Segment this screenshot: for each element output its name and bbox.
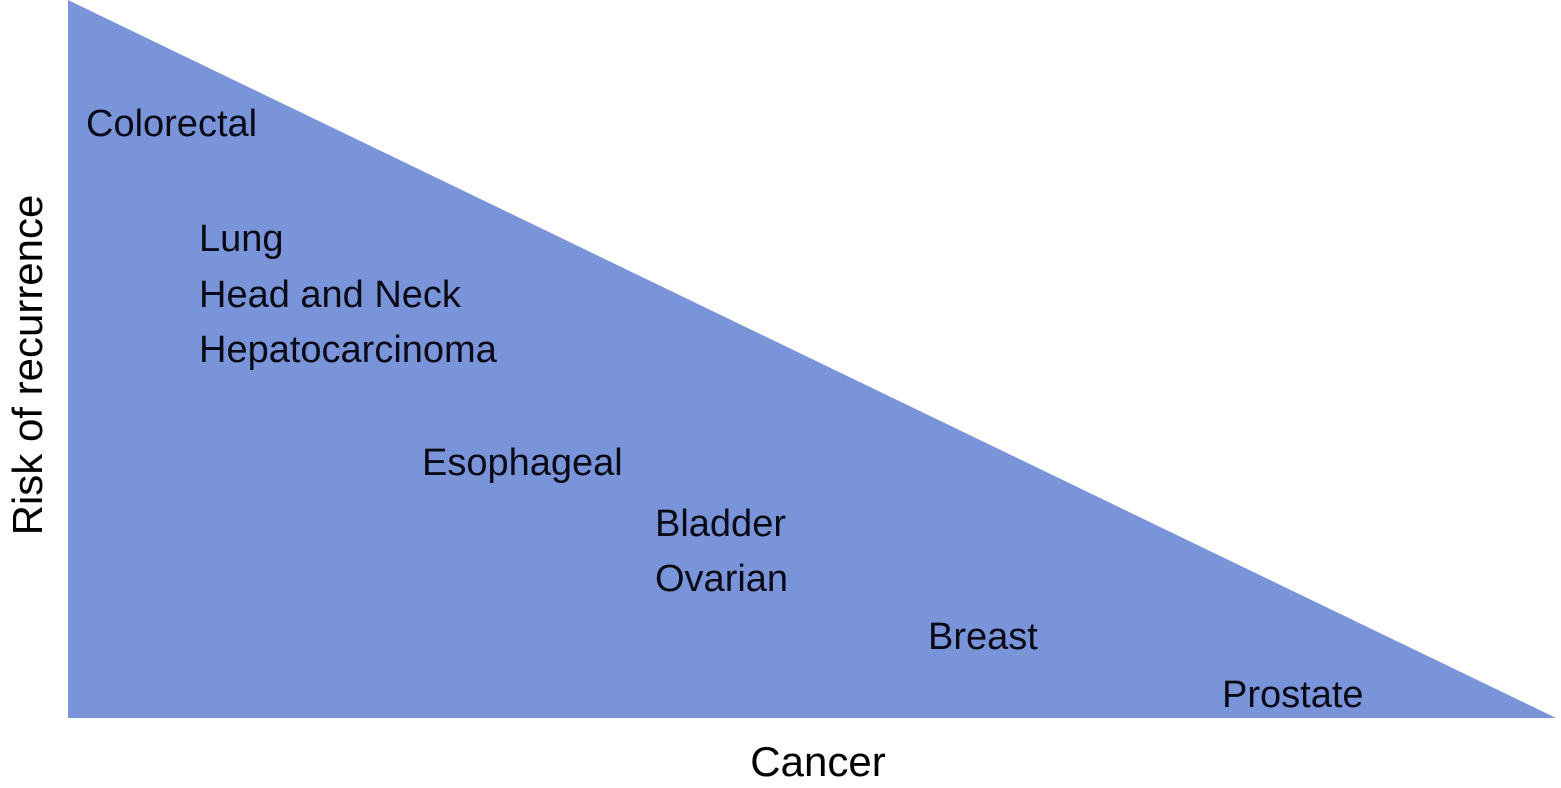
cancer-label-lung: Lung [199, 218, 284, 260]
cancer-label-hepatocarcinoma: Hepatocarcinoma [199, 329, 497, 371]
y-axis-label: Risk of recurrence [4, 194, 51, 536]
cancer-label-prostate: Prostate [1222, 674, 1364, 716]
cancer-label-colorectal: Colorectal [86, 103, 258, 145]
cancer-label-ovarian: Ovarian [655, 558, 789, 600]
cancer-label-head-and-neck: Head and Neck [199, 274, 461, 316]
cancer-label-breast: Breast [928, 616, 1038, 658]
cancer-label-bladder: Bladder [655, 503, 786, 545]
x-axis-label: Cancer [750, 738, 886, 785]
cancer-label-esophageal: Esophageal [422, 442, 623, 484]
triangle-polygon [68, 0, 1556, 718]
